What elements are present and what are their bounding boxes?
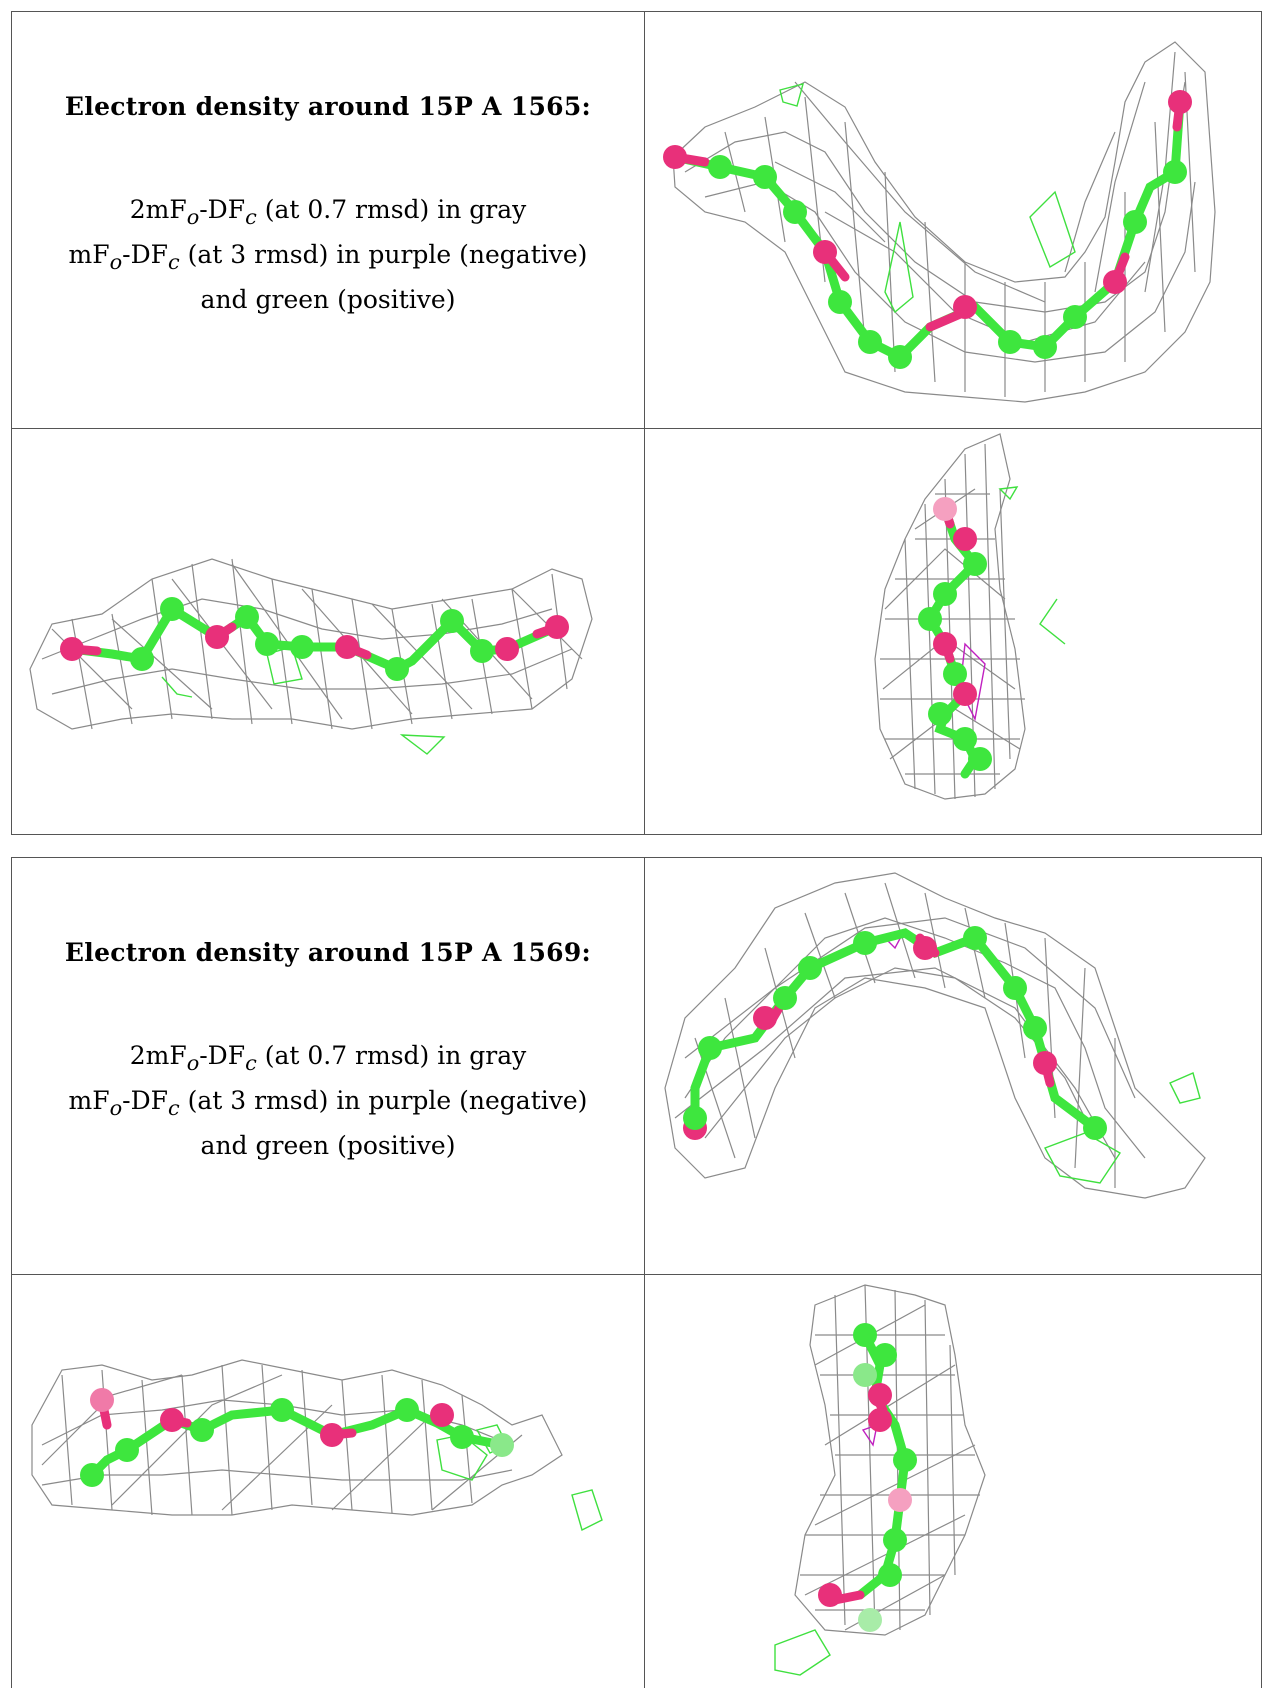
atoms	[918, 497, 992, 771]
molecule-render	[774, 1284, 986, 1676]
atoms	[60, 597, 569, 681]
positive-blob	[884, 221, 914, 314]
positive-blob	[774, 1629, 831, 1676]
legend-text: 2mFo-DFc (at 0.7 rmsd) in gray mFo-DFc (…	[12, 191, 644, 319]
molecule-render	[664, 872, 1206, 1199]
positive-blob	[1169, 1072, 1201, 1104]
legend-line-difference: mFo-DFc (at 3 rmsd) in purple (negative)	[68, 1086, 588, 1120]
molecule-render	[663, 41, 1216, 403]
density-view-top	[645, 12, 1263, 428]
legend-line-green: and green (positive)	[200, 1131, 456, 1160]
positive-blob	[1044, 1132, 1121, 1184]
density-view-end	[645, 1275, 1263, 1689]
positive-density-blobs	[959, 486, 1066, 722]
positive-blob	[998, 486, 1019, 501]
positive-blob	[779, 83, 804, 107]
molecule-bonds	[670, 97, 1185, 363]
density-view-side	[12, 1275, 644, 1689]
description-cell-1565: Electron density around 15P A 1565: 2mFo…	[12, 92, 644, 319]
positive-blob	[1029, 190, 1076, 269]
molecule-render	[874, 433, 1066, 800]
positive-blob	[1039, 598, 1066, 645]
description-cell-1569: Electron density around 15P A 1569: 2mFo…	[12, 938, 644, 1165]
molecule-render	[31, 1359, 603, 1532]
table-divider-vertical	[644, 858, 645, 1688]
legend-line-green: and green (positive)	[200, 285, 456, 314]
molecule-render	[29, 558, 593, 755]
atoms	[80, 1388, 514, 1487]
atoms	[818, 1323, 917, 1632]
legend-line-difference: mFo-DFc (at 3 rmsd) in purple (negative)	[68, 240, 588, 274]
section-title: Electron density around 15P A 1565:	[64, 92, 592, 121]
section-title: Electron density around 15P A 1569:	[64, 938, 592, 967]
density-table-1565: Electron density around 15P A 1565: 2mFo…	[11, 11, 1262, 835]
density-table-1569: Electron density around 15P A 1569: 2mFo…	[11, 857, 1262, 1688]
table-divider-horizontal	[12, 428, 1261, 429]
positive-blob	[161, 676, 193, 698]
legend-line-gray: 2mFo-DFc (at 0.7 rmsd) in gray	[129, 195, 527, 229]
negative-blob	[861, 1423, 878, 1447]
table-divider-horizontal	[12, 1274, 1261, 1275]
table-divider-vertical	[644, 12, 645, 834]
density-view-side	[12, 429, 644, 835]
legend-line-gray: 2mFo-DFc (at 0.7 rmsd) in gray	[129, 1041, 527, 1075]
density-view-end	[645, 429, 1263, 835]
atoms	[683, 926, 1107, 1140]
positive-density-blobs	[779, 83, 1076, 314]
positive-blob	[571, 1489, 603, 1532]
legend-text: 2mFo-DFc (at 0.7 rmsd) in gray mFo-DFc (…	[12, 1037, 644, 1165]
positive-blob	[399, 734, 446, 755]
density-view-top	[645, 858, 1263, 1274]
atoms	[663, 90, 1192, 369]
positive-density-blobs	[774, 1423, 878, 1676]
